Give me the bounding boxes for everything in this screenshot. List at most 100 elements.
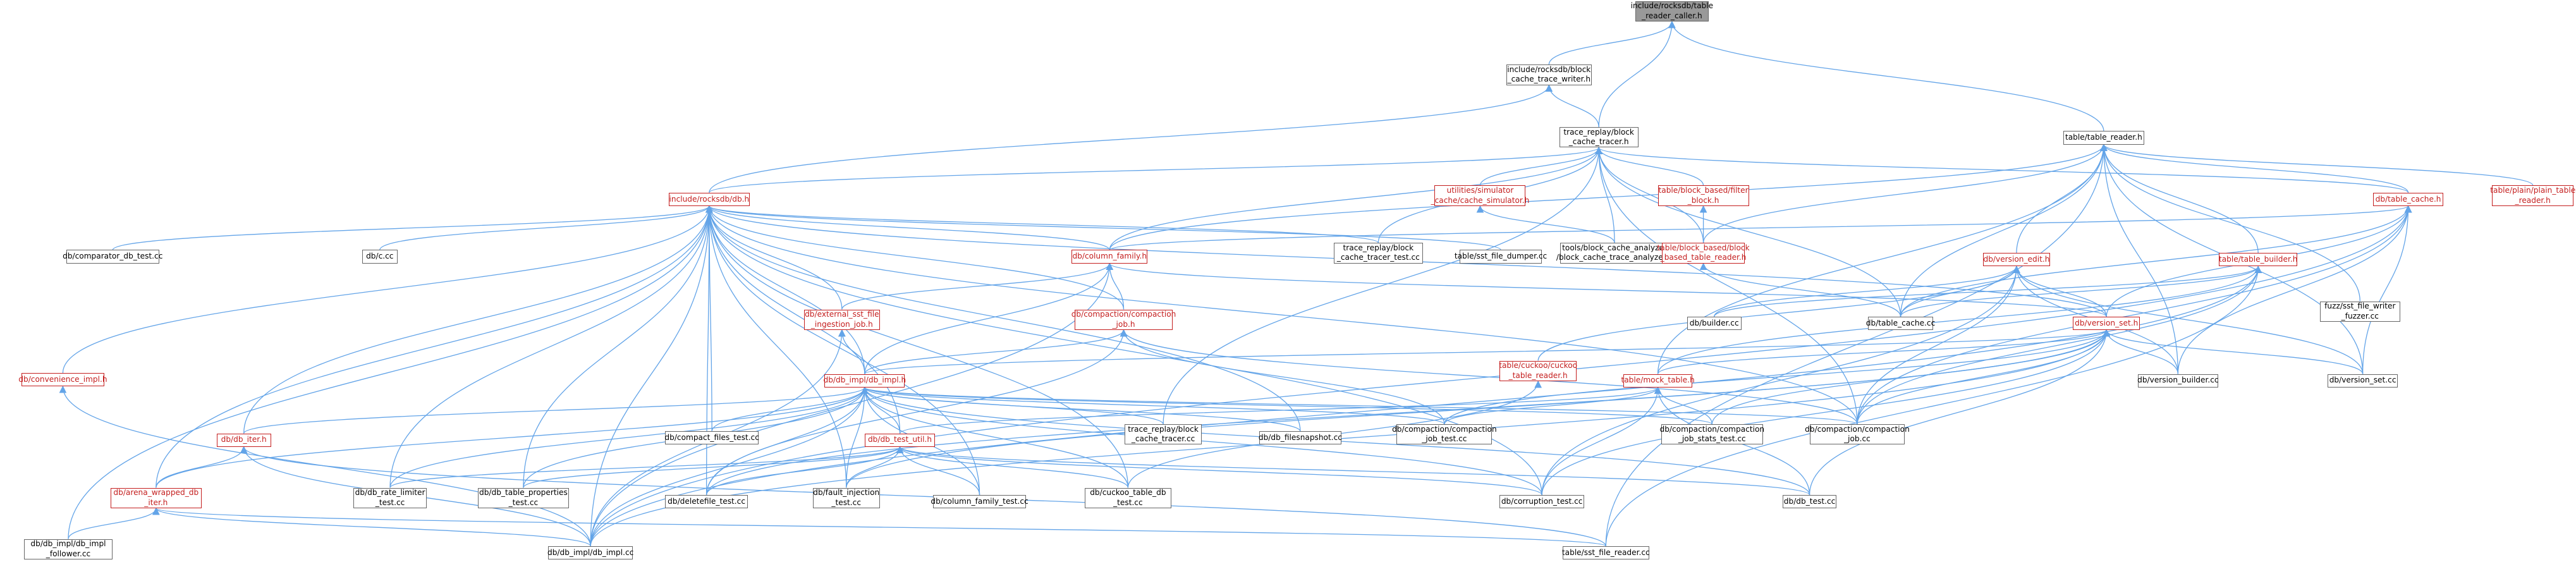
edge-n8-to-n4 — [2100, 144, 2409, 193]
node-db-table-properties-test-cc[interactable]: db/db_table_properties_test.cc — [477, 487, 569, 508]
edge-n20-to-n5 — [62, 205, 713, 374]
node-compaction-job-cc[interactable]: db/compaction/compaction_job.cc — [1805, 424, 1910, 445]
node-arena-wrapped-db-iter-h[interactable]: db/arena_wrapped_db_iter.h — [110, 487, 202, 508]
node-block-cache-tracer-test-cc[interactable]: trace_replay/block_cache_tracer_test.cc — [1334, 243, 1423, 264]
edge-n44-to-n38 — [896, 446, 980, 495]
node-block-based-table-reader-h[interactable]: table/block_based/block_based_table_read… — [1657, 243, 1750, 264]
edge-n4-to-n1 — [1668, 20, 2104, 131]
edge-n33-to-n5 — [705, 205, 1301, 432]
edge-n3-to-n2 — [1545, 84, 1599, 128]
edge-n37-to-n5 — [243, 205, 713, 434]
edge-n5-to-n3 — [709, 147, 1602, 193]
node-table-reader-h[interactable]: table/table_reader.h — [2063, 131, 2145, 145]
edge-n36-to-n27 — [861, 386, 1858, 425]
node-version-set-cc[interactable]: db/version_set.cc — [2327, 374, 2398, 388]
node-db-impl-cc[interactable]: db/db_impl/db_impl.cc — [547, 546, 633, 559]
node-compaction-job-stats-test-cc[interactable]: db/compaction/compaction_job_stats_test.… — [1659, 424, 1764, 445]
edge-n41-to-n5 — [523, 205, 713, 488]
node-block-cache-trace-writer-h[interactable]: include/rocksdb/block_cache_trace_writer… — [1506, 64, 1592, 85]
node-deletefile-test-cc[interactable]: db/deletefile_test.cc — [665, 494, 748, 508]
node-table-builder-h[interactable]: table/table_builder.h — [2219, 253, 2297, 267]
edge-n27-to-n25 — [864, 329, 2110, 375]
edge-n47-to-n38 — [896, 446, 1810, 496]
edge-n39-to-n5 — [156, 205, 713, 488]
edge-n30-to-n8 — [2362, 205, 2412, 374]
node-external-sst-file-ingestion-job-h[interactable]: db/external_sst_file_ingestion_job.h — [803, 309, 880, 330]
node-db-iter-h[interactable]: db/db_iter.h — [216, 433, 271, 447]
node-column-family-h[interactable]: db/column_family.h — [1071, 250, 1148, 264]
edge-n2-to-n1 — [1548, 20, 1676, 65]
node-compact-files-test-cc[interactable]: db/compact_files_test.cc — [664, 431, 759, 445]
node-comparator-db-test-cc[interactable]: db/comparator_db_test.cc — [63, 250, 162, 264]
edge-n25-to-n12 — [1106, 262, 2107, 317]
edge-n42-to-n5 — [705, 205, 713, 495]
node-db-test-cc[interactable]: db/db_test.cc — [1782, 494, 1837, 508]
edge-n40-to-n38 — [389, 446, 904, 489]
edge-n24-to-n18 — [1900, 266, 2262, 317]
node-compaction-job-h[interactable]: db/compaction/compaction_job.h — [1071, 309, 1176, 330]
node-fault-injection-test-cc[interactable]: db/fault_injection_test.cc — [812, 487, 880, 508]
edge-n36-to-n17 — [1857, 266, 2020, 425]
node-cuckoo-table-db-test-cc[interactable]: db/cuckoo_table_db_test.cc — [1084, 487, 1171, 508]
node-version-edit-h[interactable]: db/version_edit.h — [1982, 253, 2051, 267]
edge-n24-to-n8 — [1900, 205, 2412, 317]
node-table-cache-h[interactable]: db/table_cache.h — [2372, 192, 2444, 206]
node-mock-table-h[interactable]: table/mock_table.h — [1621, 374, 1695, 388]
edge-n41-to-n38 — [523, 446, 904, 488]
node-column-family-test-cc[interactable]: db/column_family_test.cc — [931, 494, 1029, 508]
node-corruption-test-cc[interactable]: db/corruption_test.cc — [1499, 494, 1584, 508]
edge-n12-to-n8 — [1109, 205, 2412, 251]
node-table-cache-cc[interactable]: db/table_cache.cc — [1866, 316, 1935, 330]
node-convenience-impl-h[interactable]: db/convenience_impl.h — [18, 373, 107, 387]
edge-n40-to-n27 — [389, 386, 869, 488]
edge-n12-to-n3 — [1109, 147, 1602, 250]
edge-n13-to-n5 — [705, 205, 1379, 243]
node-db-impl-follower-cc[interactable]: db/db_impl/db_impl_follower.cc — [23, 539, 113, 559]
edge-n45-to-n27 — [861, 386, 1129, 488]
node-cache-simulator-h[interactable]: utilities/simulator_cache/cache_simulato… — [1431, 185, 1529, 206]
edge-n3-to-n1 — [1598, 20, 1676, 127]
node-db-impl-h[interactable]: db/db_impl/db_impl.h — [824, 374, 906, 388]
node-sst-file-reader-cc[interactable]: table/sst_file_reader.cc — [1562, 546, 1650, 559]
edge-n29-to-n25 — [2103, 329, 2178, 374]
node-c-cc[interactable]: db/c.cc — [362, 250, 398, 264]
edge-n36-to-n8 — [1857, 205, 2412, 425]
edge-n49-to-n39 — [152, 507, 591, 547]
edge-n43-to-n25 — [846, 329, 2110, 488]
edge-n42-to-n27 — [705, 386, 869, 495]
node-filter-block-h[interactable]: table/block_based/filter_block.h — [1657, 185, 1749, 206]
node-block-cache-tracer-h[interactable]: trace_replay/block_cache_tracer.h — [1559, 126, 1639, 148]
edge-n30-to-n17 — [2013, 266, 2364, 374]
node-sst-file-writer-fuzzer-cc[interactable]: fuzz/sst_file_writer_fuzzer.cc — [2319, 301, 2400, 322]
node-builder-cc[interactable]: db/builder.cc — [1687, 316, 1742, 330]
node-db-rate-limiter-test-cc[interactable]: db/db_rate_limiter_test.cc — [353, 487, 427, 508]
edge-n42-to-n38 — [705, 446, 904, 496]
edge-n48-to-n39 — [68, 507, 160, 539]
node-sst-file-dumper-cc[interactable]: table/sst_file_dumper.cc — [1455, 250, 1547, 264]
edge-n50-to-n37 — [240, 446, 1606, 547]
edge-n43-to-n27 — [846, 386, 869, 488]
edge-n14-to-n5 — [705, 205, 1501, 251]
node-block-cache-trace-analyzer-h[interactable]: tools/block_cache_analyzer/block_cache_t… — [1556, 243, 1673, 264]
edge-n50-to-n39 — [152, 507, 1606, 547]
edge-n24-to-n16 — [1699, 262, 1901, 317]
edge-n46-to-n17 — [1541, 266, 2020, 495]
edge-n36-to-n5 — [705, 205, 1858, 425]
node-rocksdb-db-h[interactable]: include/rocksdb/db.h — [668, 192, 750, 206]
edge-n38-to-n28 — [899, 386, 1662, 434]
node-version-builder-cc[interactable]: db/version_builder.cc — [2137, 374, 2219, 388]
node-block-cache-tracer-cc[interactable]: trace_replay/block_cache_tracer.cc — [1125, 424, 1202, 445]
edge-n11-to-n5 — [379, 205, 713, 250]
edge-n22-to-n12 — [1106, 262, 1125, 310]
node-db-test-util-h[interactable]: db/db_test_util.h — [864, 433, 936, 447]
edge-n37-to-n27 — [243, 386, 869, 434]
edge-n28-to-n4 — [1657, 144, 2108, 374]
edge-n29-to-n4 — [2100, 144, 2178, 374]
node-cuckoo-table-reader-h[interactable]: table/cuckoo/cuckoo_table_reader.h — [1499, 360, 1577, 381]
node-plain-table-reader-h[interactable]: table/plain/plain_table_reader.h — [2490, 185, 2575, 206]
edge-n50-to-n18 — [1605, 266, 2262, 546]
node-compaction-job-test-cc[interactable]: db/compaction/compaction_job_test.cc — [1392, 424, 1497, 445]
node-db-filesnapshot-cc[interactable]: db/db_filesnapshot.cc — [1259, 431, 1342, 445]
node-version-set-h[interactable]: db/version_set.h — [2073, 316, 2140, 330]
